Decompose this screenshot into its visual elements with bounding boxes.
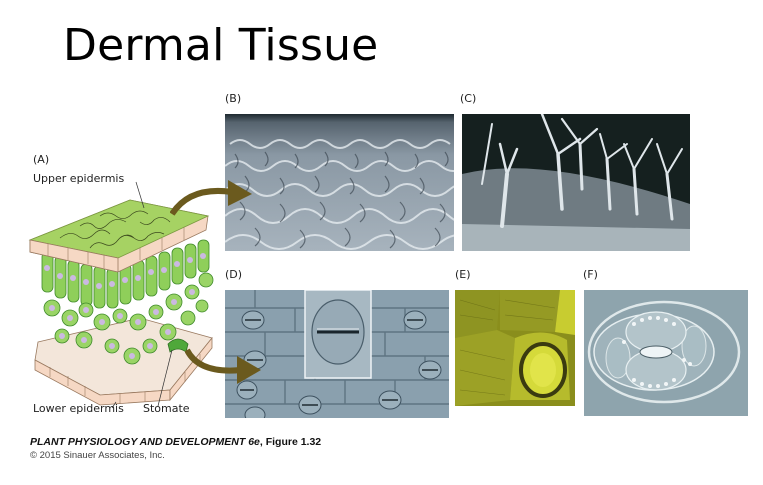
panel-label-d: (D)	[225, 268, 243, 281]
arrow-to-panel-d-icon	[185, 348, 261, 384]
panel-e-micrograph	[455, 290, 575, 406]
label-stomate: Stomate	[143, 402, 190, 415]
panel-label-c: (C)	[460, 92, 477, 105]
panel-c-micrograph	[462, 114, 690, 251]
panel-label-f: (F)	[583, 268, 598, 281]
panel-d-micrograph	[225, 290, 449, 418]
panel-label-b: (B)	[225, 92, 242, 105]
arrow-to-panel-b-icon	[170, 180, 252, 216]
slide-title: Dermal Tissue	[63, 20, 379, 71]
panel-b-micrograph	[225, 114, 454, 251]
panel-a-diagram	[20, 160, 230, 425]
panel-label-e: (E)	[455, 268, 471, 281]
credit-book-title: PLANT PHYSIOLOGY AND DEVELOPMENT 6e	[30, 436, 260, 448]
credit-figure-number: , Figure 1.32	[259, 436, 322, 448]
label-lower-epidermis: Lower epidermis	[33, 402, 124, 415]
leaf-cross-section-illustration	[28, 181, 214, 409]
credit-copyright: © 2015 Sinauer Associates, Inc.	[30, 450, 165, 461]
panel-label-a: (A)	[33, 153, 50, 166]
label-upper-epidermis: Upper epidermis	[33, 172, 125, 185]
figure-credit: PLANT PHYSIOLOGY AND DEVELOPMENT 6e, Fig…	[30, 436, 321, 448]
panel-f-micrograph	[584, 290, 748, 416]
